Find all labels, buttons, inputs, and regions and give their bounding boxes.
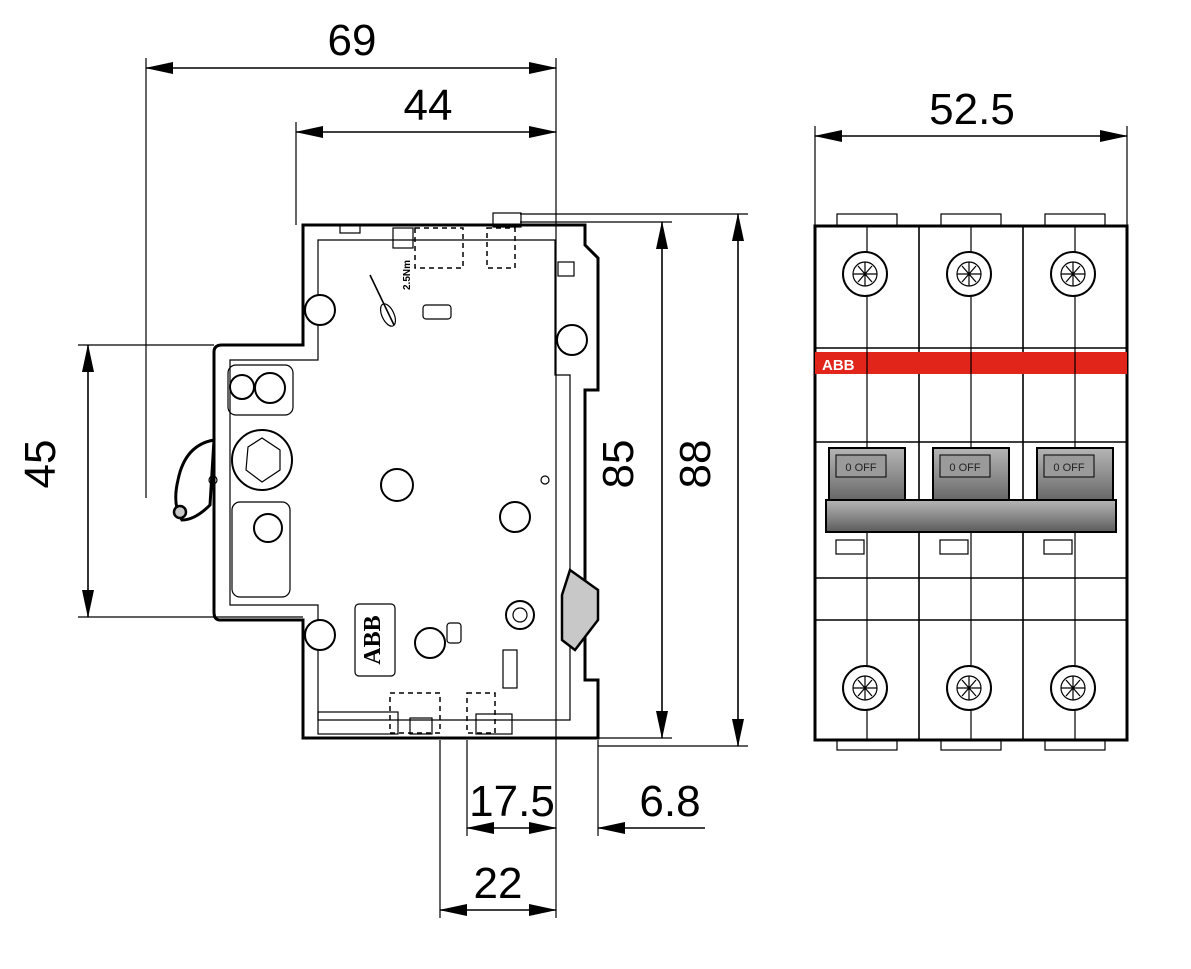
- lever-dot: [208, 475, 218, 485]
- rotary-knob: [231, 429, 293, 491]
- top-clip-3: [1044, 213, 1106, 227]
- torque-label: 2.5Nm: [402, 260, 413, 290]
- label-box-1: [835, 539, 865, 555]
- center-hole: [380, 468, 414, 502]
- side-logo-text: ABB: [360, 615, 386, 664]
- screw-icon: [1050, 251, 1096, 297]
- right-slot: [557, 261, 575, 277]
- bottom-foot: [409, 717, 433, 735]
- bottom-foot-2: [475, 713, 513, 735]
- screwdriver-icon: [369, 274, 397, 327]
- side-extension-lines: [78, 58, 748, 918]
- top-clip-1: [836, 213, 898, 227]
- dim-text-69: 69: [328, 16, 377, 65]
- side-logo-box: [354, 603, 396, 677]
- switch-label-3: 0 OFF: [1053, 462, 1084, 474]
- rotary-knob-hex: [245, 437, 281, 483]
- switch-label-1: 0 OFF: [845, 462, 876, 474]
- bottom-clip: [317, 711, 399, 735]
- screw-icon: [946, 251, 992, 297]
- top-terminal-dashed-1: [414, 227, 464, 269]
- indicator-window: [422, 304, 452, 320]
- label-box-2: [939, 539, 969, 555]
- dim-text-44: 44: [404, 81, 453, 130]
- din-clip: [560, 567, 600, 652]
- rivet-top-right: [556, 324, 588, 356]
- bottom-terminal-dashed-2: [466, 692, 496, 734]
- lever-pivot: [172, 504, 188, 520]
- dim-text-85: 85: [594, 440, 643, 489]
- screw-icon: [842, 665, 888, 711]
- socket-hole-1: [229, 374, 255, 400]
- dim-text-6-8: 6.8: [639, 777, 700, 826]
- vertical-slot: [502, 649, 518, 689]
- top-latch: [492, 212, 522, 228]
- top-notch: [339, 224, 361, 234]
- dim-text-45: 45: [16, 440, 65, 489]
- lower-socket-hole: [253, 513, 283, 543]
- dim-text-52-5: 52.5: [929, 85, 1015, 134]
- rivet-lower-right: [505, 600, 535, 630]
- dim-text-17-5: 17.5: [469, 777, 555, 826]
- screw-icon: [842, 251, 888, 297]
- label-box-3: [1043, 539, 1073, 555]
- right-dot: [540, 475, 550, 485]
- socket-hole-2: [254, 372, 286, 404]
- switch-window-2: [939, 454, 991, 478]
- rivet-bottom: [414, 627, 446, 659]
- rivet-lower-right-inner: [512, 607, 528, 623]
- rivet-bottom-left: [304, 619, 336, 651]
- screw-icon: [1050, 665, 1096, 711]
- upper-socket: [227, 364, 294, 416]
- top-terminal-slot: [392, 227, 414, 249]
- switch-window-3: [1043, 454, 1095, 478]
- front-view: ABB: [813, 126, 1129, 751]
- small-slot: [446, 622, 462, 644]
- top-clip-2: [940, 213, 1002, 227]
- lever: [174, 438, 216, 522]
- side-view: 2.5Nm ABB: [172, 212, 600, 740]
- rivet-mid-right: [499, 501, 531, 533]
- lower-socket: [231, 501, 291, 598]
- rivet-top-left: [304, 294, 336, 326]
- dimension-lines: [82, 62, 1128, 916]
- switch-label-2: 0 OFF: [949, 462, 980, 474]
- switch-window-1: [835, 454, 887, 478]
- brand-logo-text: ABB: [822, 357, 855, 374]
- toggle-bar: [825, 499, 1117, 533]
- dim-text-22: 22: [474, 859, 523, 908]
- dim-text-88: 88: [671, 440, 720, 489]
- top-terminal-dashed-2: [486, 227, 516, 269]
- screw-icon: [946, 665, 992, 711]
